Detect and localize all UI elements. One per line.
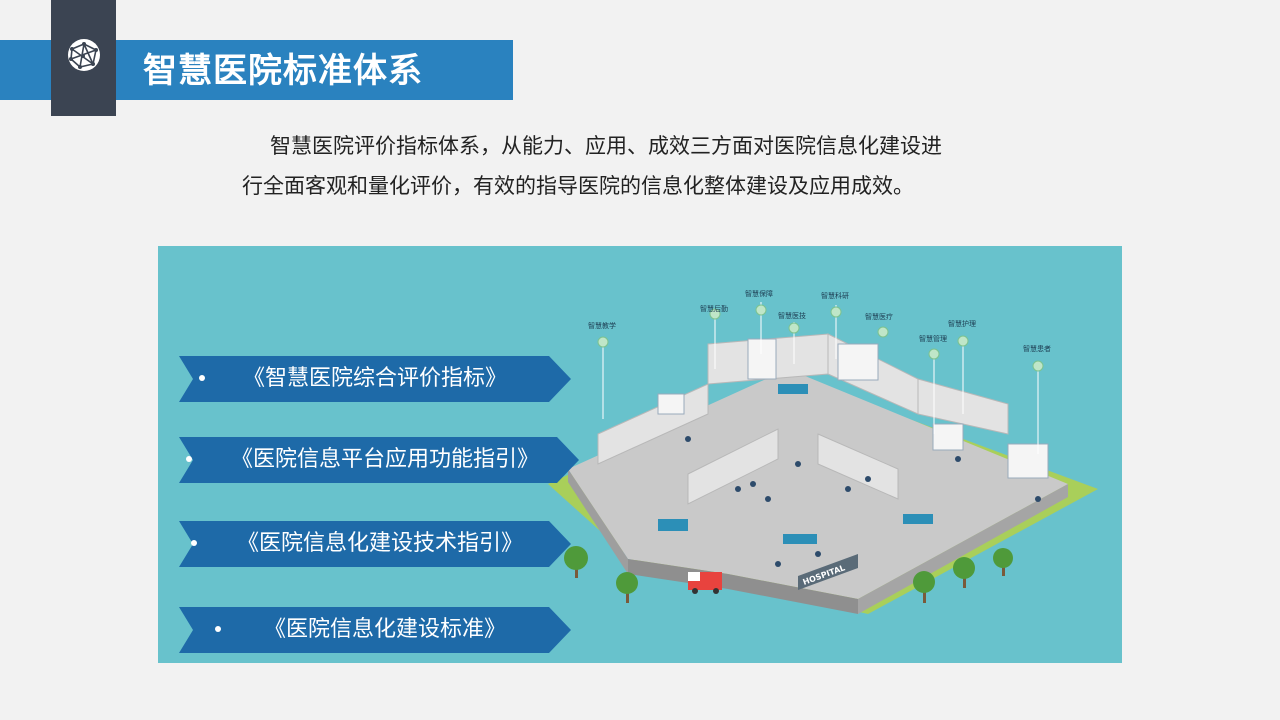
- standard-label: 《医院信息化建设标准》: [264, 617, 507, 642]
- wall-e: [687, 428, 779, 505]
- cabinet-1: [747, 338, 777, 380]
- label-nursing: 智慧护理: [948, 319, 976, 328]
- page-title: 智慧医院标准体系: [143, 51, 423, 91]
- building-wall-front: [628, 559, 858, 614]
- label-teaching: 智慧教学: [588, 321, 616, 330]
- tree-1: [564, 546, 588, 578]
- tree-5: [993, 548, 1013, 576]
- ribbon-shape: [179, 356, 571, 402]
- ribbon-shape: [179, 437, 579, 483]
- standard-item-4: 《医院信息化建设标准》: [179, 607, 571, 653]
- illustration-panel: HOSPITAL 智慧教学 智慧后勤 智: [158, 246, 1122, 663]
- equipment-3: [1007, 443, 1049, 479]
- label-logistics: 智慧后勤: [700, 304, 728, 313]
- building-floor: [568, 369, 1068, 599]
- bullet-dot: [199, 375, 205, 381]
- label-management: 智慧管理: [919, 334, 947, 343]
- building-wall-right: [858, 484, 1068, 614]
- building-wall-left: [568, 469, 628, 574]
- standard-item-3: 《医院信息化建设技术指引》: [179, 521, 571, 567]
- standard-label: 《医院信息化建设技术指引》: [237, 531, 524, 556]
- equipment-1: [657, 393, 685, 415]
- intro-line-1: 智慧医院评价指标体系，从能力、应用、成效三方面对医院信息化建设进: [270, 134, 942, 158]
- standard-item-2: 《医院信息平台应用功能指引》: [179, 437, 579, 483]
- tree-3: [913, 571, 935, 603]
- bed-1: [658, 519, 688, 531]
- hospital-illustration: HOSPITAL 智慧教学 智慧后勤 智: [548, 289, 1098, 614]
- standard-label: 《智慧医院综合评价指标》: [243, 366, 508, 391]
- cabinet-2: [837, 343, 879, 381]
- ambulance: [688, 572, 722, 594]
- bullet-dot: [186, 456, 192, 462]
- network-sphere-icon: [66, 39, 102, 77]
- ribbon-shape: [179, 521, 571, 567]
- label-research: 智慧科研: [821, 291, 849, 300]
- label-medical: 智慧医疗: [865, 312, 893, 321]
- desk-2: [903, 514, 933, 524]
- label-patient: 智慧患者: [1023, 344, 1051, 353]
- bullet-dot: [215, 626, 221, 632]
- reception-desk: [783, 534, 817, 544]
- standard-label: 《医院信息平台应用功能指引》: [231, 447, 540, 472]
- bullet-dot: [191, 540, 197, 546]
- intro-line-2: 行全面客观和量化评价，有效的指导医院的信息化整体建设及应用成效。: [242, 174, 914, 198]
- title-icon-box: [51, 0, 116, 116]
- desk-1: [778, 384, 808, 394]
- intro-paragraph: 智慧医院评价指标体系，从能力、应用、成效三方面对医院信息化建设进 行全面客观和量…: [242, 126, 1062, 206]
- ribbon-shape: [179, 607, 571, 653]
- wall-f: [817, 433, 899, 500]
- standard-item-1: 《智慧医院综合评价指标》: [179, 356, 571, 402]
- tree-2: [616, 572, 638, 603]
- equipment-2: [932, 423, 964, 451]
- tree-4: [953, 557, 975, 588]
- label-medtech: 智慧医技: [778, 311, 806, 320]
- label-support: 智慧保障: [745, 289, 773, 298]
